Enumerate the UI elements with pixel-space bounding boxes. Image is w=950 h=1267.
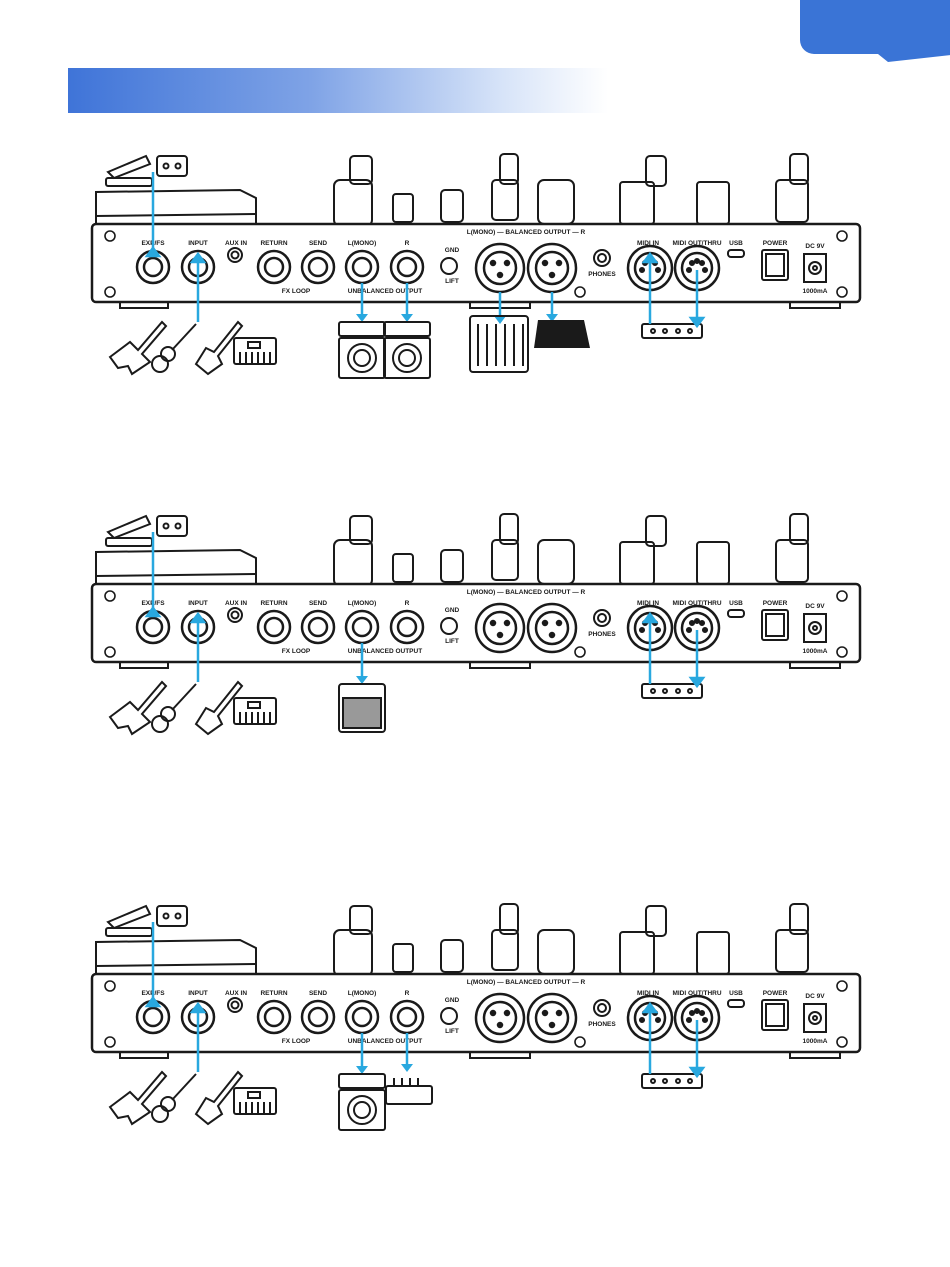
keyboard-icon xyxy=(234,698,276,724)
label-return: RETURN xyxy=(260,990,287,997)
acoustic-guitar-icon xyxy=(152,684,196,732)
label-l-mono: L(MONO) xyxy=(348,600,377,607)
amp-right-icon xyxy=(384,322,430,378)
keyboard-icon xyxy=(234,338,276,364)
label-ma: 1000mA xyxy=(803,1038,828,1045)
mixer-icon xyxy=(470,316,528,372)
diagram-setup-3: EXP/FS INPUT AUX IN RETURN SEND FX LOOP … xyxy=(0,902,950,1162)
bass-guitar-icon xyxy=(196,682,242,734)
label-fx-loop: FX LOOP xyxy=(282,1038,311,1045)
device-top-hardware xyxy=(96,154,820,226)
acoustic-guitar-icon xyxy=(152,1074,196,1122)
label-fx-loop: FX LOOP xyxy=(282,288,311,295)
chapter-tab-notch xyxy=(878,54,950,62)
label-phones: PHONES xyxy=(588,631,616,638)
label-midi-out-thru: MIDI OUT/THRU xyxy=(672,990,721,997)
label-usb: USB xyxy=(729,990,743,997)
device-top-hardware xyxy=(96,514,820,586)
label-r: R xyxy=(405,240,410,247)
label-send: SEND xyxy=(309,990,327,997)
midi-controller-icon xyxy=(642,324,702,338)
device-top-hardware xyxy=(96,904,820,976)
instrument-icons xyxy=(110,1072,276,1124)
label-ma: 1000mA xyxy=(803,288,828,295)
instrument-icons xyxy=(110,682,276,734)
cable-arrow xyxy=(401,1064,413,1072)
instrument-icons xyxy=(110,322,276,374)
label-power: POWER xyxy=(763,990,788,997)
cable-arrow xyxy=(356,676,368,684)
chapter-tab xyxy=(800,0,950,54)
midi-controller-icon xyxy=(642,1074,702,1088)
label-r: R xyxy=(405,990,410,997)
label-power: POWER xyxy=(763,600,788,607)
label-lift: LIFT xyxy=(445,1028,459,1035)
label-midi-in: MIDI IN xyxy=(637,990,659,997)
label-l-mono: L(MONO) xyxy=(348,990,377,997)
label-balanced-output: L(MONO) — BALANCED OUTPUT — R xyxy=(467,229,586,236)
monitor-speaker-icon xyxy=(534,320,590,348)
cable-arrow xyxy=(356,314,368,322)
label-input: INPUT xyxy=(188,990,208,997)
section-banner xyxy=(68,68,608,113)
cable-arrow xyxy=(356,1066,368,1074)
label-usb: USB xyxy=(729,240,743,247)
label-aux-in: AUX IN xyxy=(225,600,247,607)
label-gnd: GND xyxy=(445,607,460,614)
bass-guitar-icon xyxy=(196,1072,242,1124)
label-balanced-output: L(MONO) — BALANCED OUTPUT — R xyxy=(467,979,586,986)
expression-pedal-icon xyxy=(106,516,187,546)
expression-pedal-icon xyxy=(106,156,187,186)
electric-guitar-icon xyxy=(110,1072,166,1124)
label-dc: DC 9V xyxy=(805,243,825,250)
cable-arrow xyxy=(494,316,506,324)
label-dc: DC 9V xyxy=(805,993,825,1000)
acoustic-guitar-icon xyxy=(152,324,196,372)
label-dc: DC 9V xyxy=(805,603,825,610)
bass-guitar-icon xyxy=(196,322,242,374)
label-midi-in: MIDI IN xyxy=(637,240,659,247)
label-power: POWER xyxy=(763,240,788,247)
label-send: SEND xyxy=(309,600,327,607)
label-aux-in: AUX IN xyxy=(225,240,247,247)
amp-left-icon xyxy=(339,1074,385,1130)
midi-controller-icon xyxy=(642,684,702,698)
expression-pedal-icon xyxy=(106,906,187,936)
label-return: RETURN xyxy=(260,600,287,607)
label-unbalanced-output: UNBALANCED OUTPUT xyxy=(348,648,422,655)
label-r: R xyxy=(405,600,410,607)
label-aux-in: AUX IN xyxy=(225,990,247,997)
label-send: SEND xyxy=(309,240,327,247)
label-input: INPUT xyxy=(188,600,208,607)
label-gnd: GND xyxy=(445,997,460,1004)
label-midi-in: MIDI IN xyxy=(637,600,659,607)
electric-guitar-icon xyxy=(110,322,166,374)
label-gnd: GND xyxy=(445,247,460,254)
amp-head-icon xyxy=(386,1078,432,1104)
label-unbalanced-output: UNBALANCED OUTPUT xyxy=(348,1038,422,1045)
label-return: RETURN xyxy=(260,240,287,247)
cable-arrow xyxy=(401,314,413,322)
label-midi-out-thru: MIDI OUT/THRU xyxy=(672,240,721,247)
label-balanced-output: L(MONO) — BALANCED OUTPUT — R xyxy=(467,589,586,596)
label-lift: LIFT xyxy=(445,278,459,285)
amp-left-icon xyxy=(339,322,385,378)
label-phones: PHONES xyxy=(588,271,616,278)
label-fx-loop: FX LOOP xyxy=(282,648,311,655)
label-unbalanced-output: UNBALANCED OUTPUT xyxy=(348,288,422,295)
combo-amp-icon xyxy=(339,684,385,732)
label-lift: LIFT xyxy=(445,638,459,645)
label-usb: USB xyxy=(729,600,743,607)
electric-guitar-icon xyxy=(110,682,166,734)
label-phones: PHONES xyxy=(588,1021,616,1028)
diagram-setup-2: EXP/FS INPUT AUX IN RETURN SEND FX LOOP … xyxy=(0,512,950,772)
keyboard-icon xyxy=(234,1088,276,1114)
diagram-setup-1: EXP/FS INPUT AUX IN RETURN SEND FX LOOP … xyxy=(0,152,950,412)
label-midi-out-thru: MIDI OUT/THRU xyxy=(672,600,721,607)
label-input: INPUT xyxy=(188,240,208,247)
label-l-mono: L(MONO) xyxy=(348,240,377,247)
label-ma: 1000mA xyxy=(803,648,828,655)
